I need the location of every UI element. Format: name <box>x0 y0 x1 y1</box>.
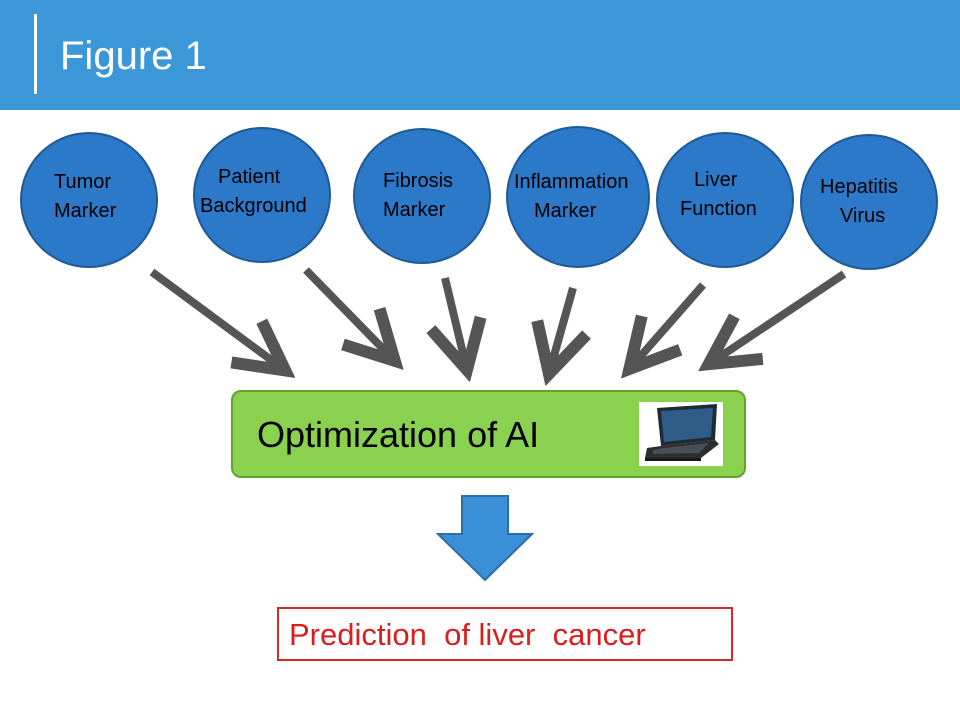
node-fibrosis-marker <box>353 128 491 264</box>
node-label-hepatitis-virus-2: Virus <box>840 205 886 227</box>
node-label-liver-function-2: Function <box>680 198 757 220</box>
node-patient-background <box>193 127 331 263</box>
optimization-box: Optimization of AI <box>231 390 746 478</box>
optimization-label: Optimization of AI <box>257 414 540 455</box>
node-label-fibrosis-marker-1: Fibrosis <box>383 170 454 192</box>
arrow-liver-to-ai <box>632 282 707 366</box>
node-inflammation-marker <box>506 126 650 268</box>
node-label-hepatitis-virus-1: Hepatitis <box>820 176 898 198</box>
laptop-icon <box>639 402 723 466</box>
node-hepatitis-virus <box>800 134 938 270</box>
node-label-inflammation-marker-1: Inflammation <box>514 171 629 193</box>
node-liver-function <box>656 132 794 268</box>
prediction-label: Prediction of liver cancer <box>289 617 646 652</box>
arrow-hepatitis-to-ai <box>712 270 847 362</box>
prediction-box: Prediction of liver cancer <box>277 607 733 661</box>
header-bar: Figure 1 <box>0 0 960 110</box>
node-label-fibrosis-marker-2: Marker <box>383 199 446 221</box>
down-arrow <box>436 495 534 582</box>
node-label-tumor-marker-2: Marker <box>54 200 117 222</box>
node-label-tumor-marker-1: Tumor <box>54 171 112 193</box>
header-rule <box>34 14 37 94</box>
arrow-patient-to-ai <box>303 267 392 358</box>
node-label-liver-function-1: Liver <box>694 169 738 191</box>
arrow-inflammation-to-ai <box>550 286 573 370</box>
node-label-inflammation-marker-2: Marker <box>534 200 597 222</box>
node-tumor-marker <box>20 132 158 268</box>
figure-title: Figure 1 <box>60 34 207 78</box>
node-label-patient-background-2: Background <box>200 195 307 217</box>
arrow-fibrosis-to-ai <box>445 277 466 366</box>
node-label-patient-background-1: Patient <box>218 166 281 188</box>
arrow-tumor-to-ai <box>149 268 282 368</box>
